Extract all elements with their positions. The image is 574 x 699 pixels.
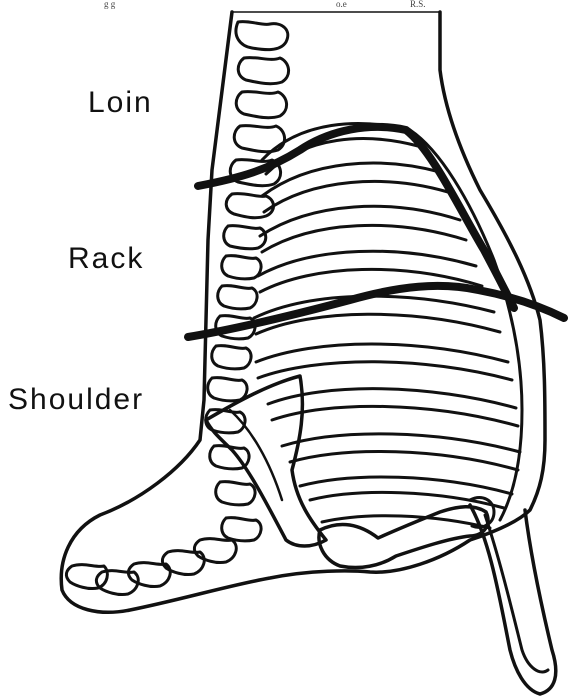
label-loin: Loin — [88, 88, 153, 118]
neck-vertebrae — [66, 539, 236, 595]
label-rack: Rack — [68, 244, 144, 274]
vertebrae — [206, 22, 289, 541]
label-shoulder: Shoulder — [8, 385, 144, 415]
cut-line-rack-shoulder — [188, 286, 564, 337]
